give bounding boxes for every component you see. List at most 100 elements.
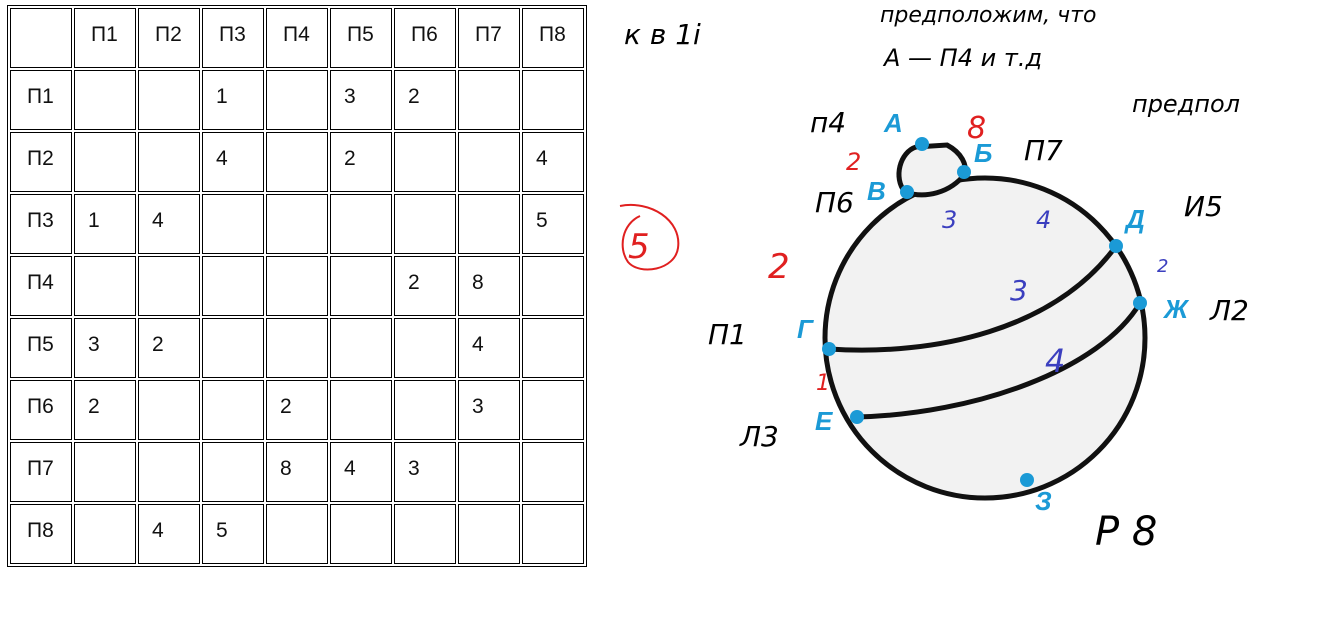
point-zh	[1133, 296, 1147, 310]
row-header: П6	[10, 380, 72, 440]
table-cell	[138, 256, 200, 316]
table-row: П6 2 2 3	[10, 380, 584, 440]
row-header-label: П1	[27, 85, 54, 108]
table-cell	[266, 70, 328, 130]
label-v: В	[867, 176, 886, 206]
red-number-5: 5	[628, 227, 650, 267]
row-header: П4	[10, 256, 72, 316]
stripe-upper	[828, 244, 1119, 353]
ornament-cap	[896, 142, 968, 198]
table-cell: 5	[202, 504, 264, 564]
cell-value: 2	[152, 333, 164, 356]
column-header-label: П1	[91, 23, 118, 46]
note-top-1: к в 1i	[624, 18, 701, 51]
table-cell	[202, 194, 264, 254]
cell-value: 5	[536, 209, 548, 232]
table-cell	[138, 132, 200, 192]
table-cell: 1	[74, 194, 136, 254]
point-d	[1109, 239, 1123, 253]
ornament-ball	[822, 175, 1148, 501]
row-header-label: П2	[27, 147, 54, 170]
red-number-8: 8	[967, 111, 986, 146]
table-cell	[522, 256, 584, 316]
table-cell	[138, 442, 200, 502]
note-zh-label: Л2	[1209, 294, 1249, 327]
table-cell	[522, 380, 584, 440]
table-cell	[266, 132, 328, 192]
cell-value: 2	[280, 395, 292, 418]
cell-value: 3	[408, 457, 420, 480]
table-cell	[522, 70, 584, 130]
cell-value: 2	[408, 85, 420, 108]
table-cell	[202, 442, 264, 502]
table-cell	[394, 380, 456, 440]
table-cell	[266, 504, 328, 564]
note-b-label: П7	[1024, 134, 1063, 167]
cell-value: 8	[280, 457, 292, 480]
table-cell	[330, 504, 392, 564]
table-cell	[74, 132, 136, 192]
table-cell: 1	[202, 70, 264, 130]
table-cell	[74, 504, 136, 564]
table-cell	[394, 318, 456, 378]
point-e	[850, 410, 864, 424]
table-cell: 2	[394, 256, 456, 316]
cell-value: 4	[536, 147, 548, 170]
table-row: П5 3 2 4	[10, 318, 584, 378]
table-cell	[522, 442, 584, 502]
table-cell: 4	[138, 194, 200, 254]
stripe-lower	[856, 301, 1143, 420]
table-cell	[394, 504, 456, 564]
note-g-label: П1	[708, 318, 747, 351]
label-a: А	[883, 108, 903, 138]
table-cell: 4	[522, 132, 584, 192]
table-cell	[458, 70, 520, 130]
column-header-label: П4	[283, 23, 310, 46]
cell-value: 2	[344, 147, 356, 170]
label-zh: Ж	[1162, 294, 1190, 324]
table-cell	[138, 380, 200, 440]
label-d: Д	[1124, 204, 1145, 234]
table-cell: 2	[330, 132, 392, 192]
cell-value: 8	[472, 271, 484, 294]
label-z: З	[1035, 486, 1052, 516]
table-cell: 3	[458, 380, 520, 440]
row-header-label: П4	[27, 271, 54, 294]
section-number-3: 3	[1010, 274, 1028, 307]
cell-value: 4	[472, 333, 484, 356]
table-cell	[330, 256, 392, 316]
note-top-2: предположим, что	[880, 3, 1096, 28]
row-header-label: П5	[27, 333, 54, 356]
table-cell: 8	[458, 256, 520, 316]
table-cell: 4	[330, 442, 392, 502]
table-cell	[330, 318, 392, 378]
table-cell	[458, 132, 520, 192]
row-header-label: П6	[27, 395, 54, 418]
row-header: П2	[10, 132, 72, 192]
table-corner-cell	[10, 8, 72, 68]
cell-value: 2	[88, 395, 100, 418]
table-cell	[458, 194, 520, 254]
cell-value: 4	[344, 457, 356, 480]
cell-value: 2	[408, 271, 420, 294]
row-header: П3	[10, 194, 72, 254]
row-header: П1	[10, 70, 72, 130]
row-header: П7	[10, 442, 72, 502]
cell-value: 3	[472, 395, 484, 418]
table-cell	[266, 256, 328, 316]
section-number-4: 4	[1045, 342, 1065, 380]
point-a	[915, 137, 929, 151]
column-header: П4	[266, 8, 328, 68]
cell-value: 4	[152, 519, 164, 542]
table-cell: 4	[202, 132, 264, 192]
column-header: П5	[330, 8, 392, 68]
table-row: П7 8 4 3	[10, 442, 584, 502]
column-header-label: П5	[347, 23, 374, 46]
table-cell: 2	[394, 70, 456, 130]
cell-value: 3	[88, 333, 100, 356]
red-number-2b: 2	[768, 247, 790, 287]
